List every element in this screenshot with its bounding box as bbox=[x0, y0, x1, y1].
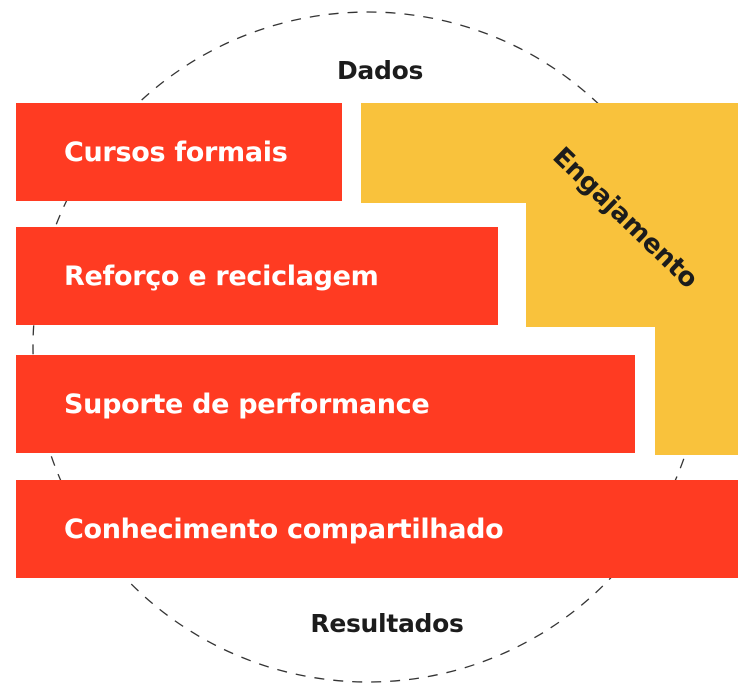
data-input-label: Dados bbox=[336, 56, 424, 85]
formal-courses-label: Cursos formais bbox=[64, 136, 288, 168]
shared-knowledge-bar: Conhecimento compartilhado bbox=[16, 480, 738, 578]
reinforcement-label: Reforço e reciclagem bbox=[64, 260, 379, 292]
reinforcement-bar: Reforço e reciclagem bbox=[16, 227, 498, 325]
performance-support-bar: Suporte de performance bbox=[16, 355, 635, 453]
performance-support-label: Suporte de performance bbox=[64, 388, 430, 420]
shared-knowledge-label: Conhecimento compartilhado bbox=[64, 513, 504, 545]
engagement-shape bbox=[361, 103, 738, 455]
results-output-label: Resultados bbox=[310, 609, 464, 638]
formal-courses-bar: Cursos formais bbox=[16, 103, 342, 201]
